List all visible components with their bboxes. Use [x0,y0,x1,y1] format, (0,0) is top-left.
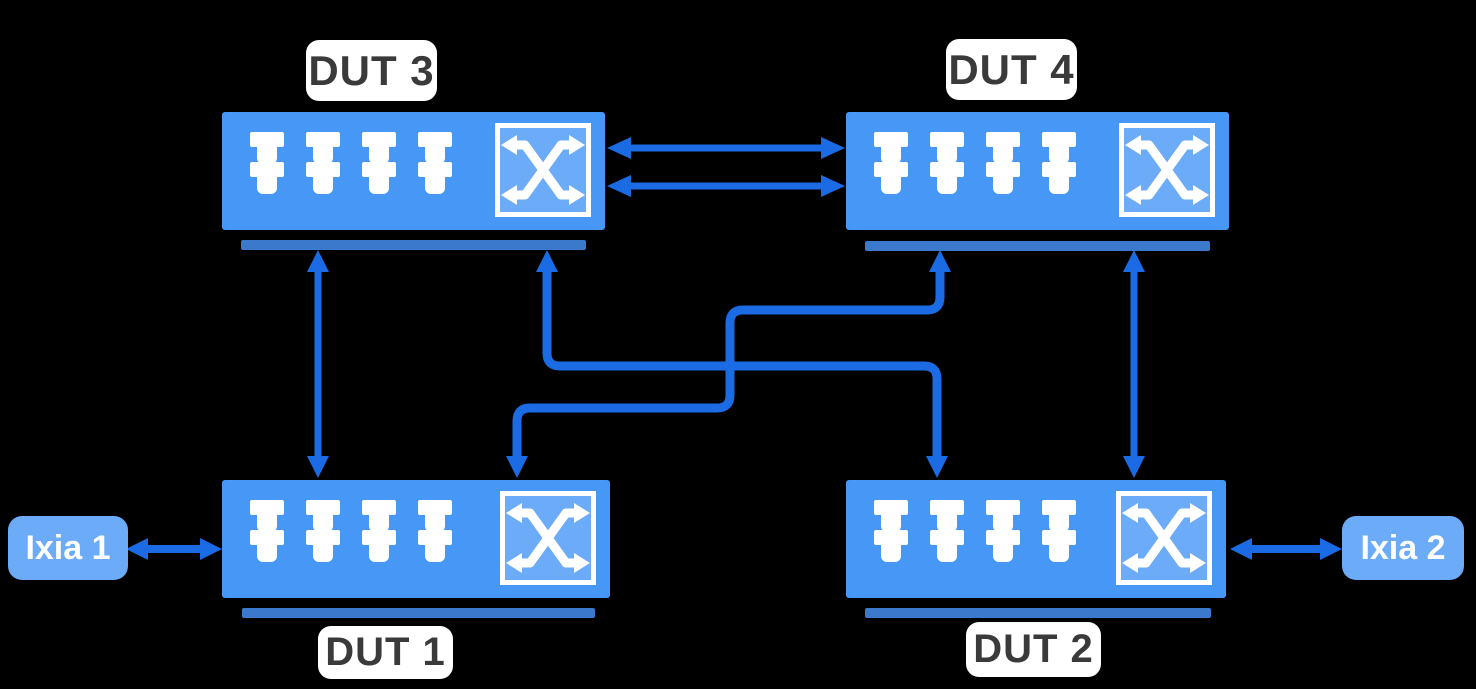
crossbar-switch-icon [1116,491,1212,585]
link-ixia1-dut1 [126,538,222,560]
ethernet-port-icon [306,132,340,164]
ethernet-port-icon [250,530,284,562]
link-dut4-dut1 [506,250,951,478]
port-panel [250,500,452,562]
ethernet-port-icon [986,500,1020,532]
ethernet-port-icon [986,162,1020,194]
link-dut3-dut4-upper [607,137,845,159]
ethernet-port-icon [418,500,452,532]
label-dut4-text: DUT 4 [948,45,1075,93]
ethernet-port-icon [306,162,340,194]
ethernet-port-icon [1042,132,1076,164]
crossbar-switch-icon [495,123,591,217]
label-dut1-text: DUT 1 [325,630,446,674]
label-dut3: DUT 3 [306,40,437,101]
ethernet-port-icon [986,530,1020,562]
switch-base-bar [242,608,595,618]
link-dut3-dut2 [536,250,948,478]
port-panel [250,132,452,194]
node-ixia2-text: Ixia 2 [1360,528,1446,567]
link-dut4-dut2 [1123,250,1145,478]
port-panel [874,500,1076,562]
label-dut3-text: DUT 3 [308,46,435,94]
ethernet-port-icon [930,162,964,194]
ethernet-port-icon [250,132,284,164]
ethernet-port-icon [306,500,340,532]
link-ixia2-dut2 [1230,538,1342,560]
ethernet-port-icon [362,132,396,164]
switch-dut2 [846,480,1226,598]
ethernet-port-icon [418,530,452,562]
ethernet-port-icon [874,530,908,562]
ethernet-port-icon [362,162,396,194]
ethernet-port-icon [250,162,284,194]
ethernet-port-icon [874,500,908,532]
switch-base-bar [865,608,1211,618]
ethernet-port-icon [306,530,340,562]
crossbar-switch-icon [1119,123,1215,217]
ethernet-port-icon [874,132,908,164]
ethernet-port-icon [930,500,964,532]
ethernet-port-icon [418,132,452,164]
label-dut2: DUT 2 [966,622,1101,677]
ethernet-port-icon [362,530,396,562]
switch-dut1 [222,480,610,598]
switch-base-bar [865,241,1210,251]
switch-base-bar [241,240,586,250]
node-ixia1: Ixia 1 [8,516,128,580]
link-dut3-dut1 [307,250,329,478]
ethernet-port-icon [930,530,964,562]
node-ixia2: Ixia 2 [1342,516,1464,580]
link-dut3-dut4-lower [607,175,845,197]
ethernet-port-icon [1042,162,1076,194]
label-dut4: DUT 4 [946,39,1077,100]
port-panel [874,132,1076,194]
ethernet-port-icon [1042,530,1076,562]
ethernet-port-icon [250,500,284,532]
ethernet-port-icon [986,132,1020,164]
ethernet-port-icon [930,132,964,164]
crossbar-switch-icon [500,491,596,585]
label-dut1: DUT 1 [318,626,453,679]
ethernet-port-icon [1042,500,1076,532]
switch-dut3 [222,112,605,230]
ethernet-port-icon [418,162,452,194]
ethernet-port-icon [362,500,396,532]
node-ixia1-text: Ixia 1 [25,528,111,567]
label-dut2-text: DUT 2 [973,627,1094,671]
switch-dut4 [846,112,1229,230]
ethernet-port-icon [874,162,908,194]
